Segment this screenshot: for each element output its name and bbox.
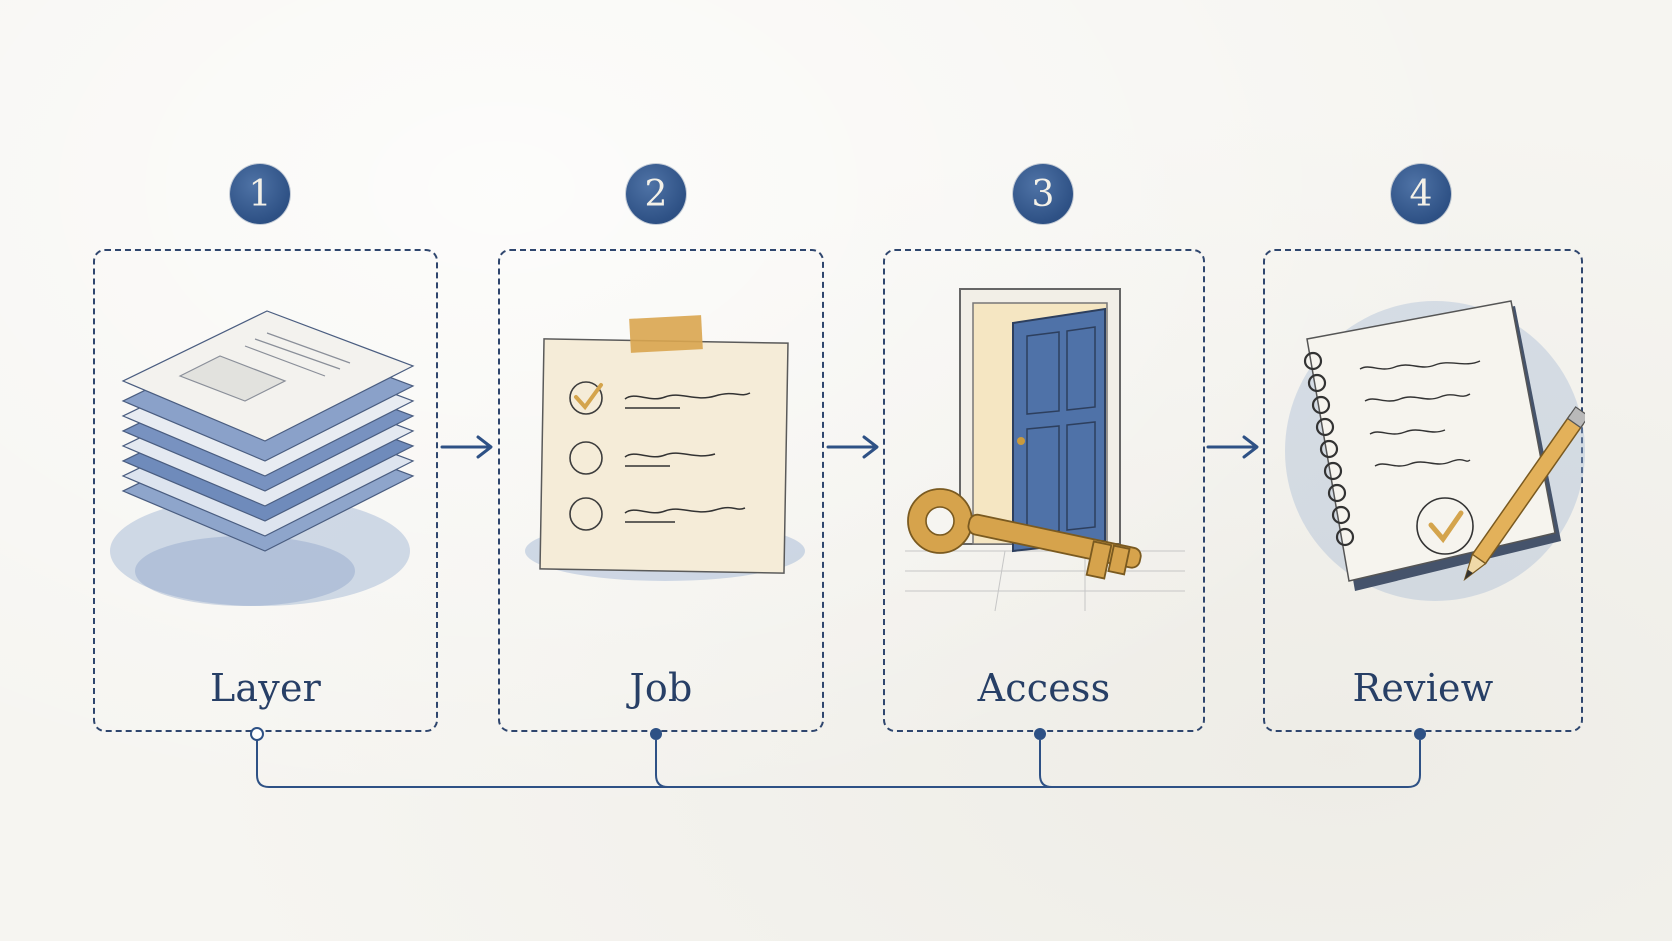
arrow-right-icon: [826, 435, 879, 459]
step-1-label: Layer: [209, 666, 321, 710]
step-2-number: 2: [644, 173, 668, 215]
step-3-badge: 3: [1013, 164, 1073, 224]
step-4-number: 4: [1409, 173, 1433, 215]
step-2-card: Job: [498, 249, 824, 732]
checklist-note-icon: [525, 315, 805, 581]
step-4-card: Review: [1263, 249, 1585, 732]
step-1-number: 1: [248, 173, 272, 215]
step-1-card: Layer: [93, 249, 438, 732]
arrow-right-icon: [1206, 435, 1259, 459]
stacked-layers-icon: [110, 310, 415, 606]
step-3-card: Access: [883, 249, 1205, 732]
step-4-badge: 4: [1391, 164, 1451, 224]
step-3-label: Access: [977, 666, 1111, 710]
step-2-label: Job: [629, 666, 693, 710]
step-1-badge: 1: [230, 164, 290, 224]
arrow-right-icon: [440, 435, 493, 459]
step-3-number: 3: [1031, 173, 1055, 215]
door-key-icon: [905, 288, 1185, 612]
notebook-pencil-icon: [1285, 300, 1585, 601]
step-4-label: Review: [1352, 666, 1494, 710]
step-2-badge: 2: [626, 164, 686, 224]
